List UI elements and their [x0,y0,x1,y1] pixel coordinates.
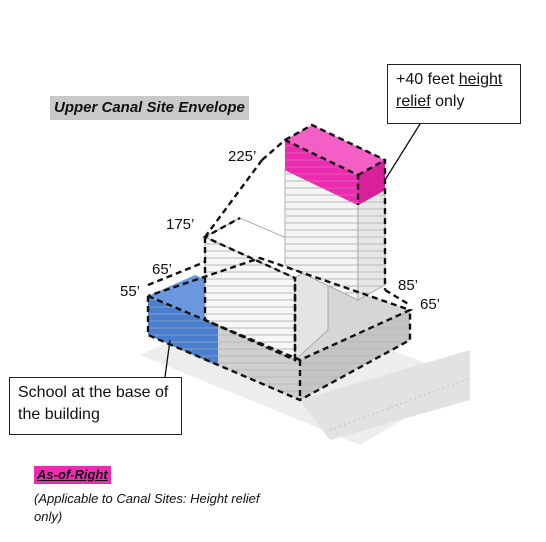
dimension-label-225: 225’ [228,148,257,165]
legend-as-of-right: As-of-Right [34,466,111,484]
dimension-label-55: 55’ [120,283,141,300]
callout-prefix: +40 feet [396,71,459,88]
height-relief-callout: +40 feet height relief only [387,64,521,124]
dimension-label-65-right: 65’ [420,296,441,313]
callout-suffix: only [430,93,465,110]
dimension-label-85: 85’ [398,277,419,294]
school-callout: School at the base of the building [9,377,182,435]
height-relief-massing [285,125,385,205]
legend-note: (Applicable to Canal Sites: Height relie… [34,491,260,524]
diagram-title: Upper Canal Site Envelope [50,96,249,120]
callout-leaders [164,123,421,378]
dimension-label-175: 175’ [166,216,195,233]
dimension-label-65-left: 65’ [152,261,173,278]
envelope-dashed-lines [146,123,414,402]
callout-underlined: height relief [396,71,503,110]
high-tower-massing [284,169,386,301]
